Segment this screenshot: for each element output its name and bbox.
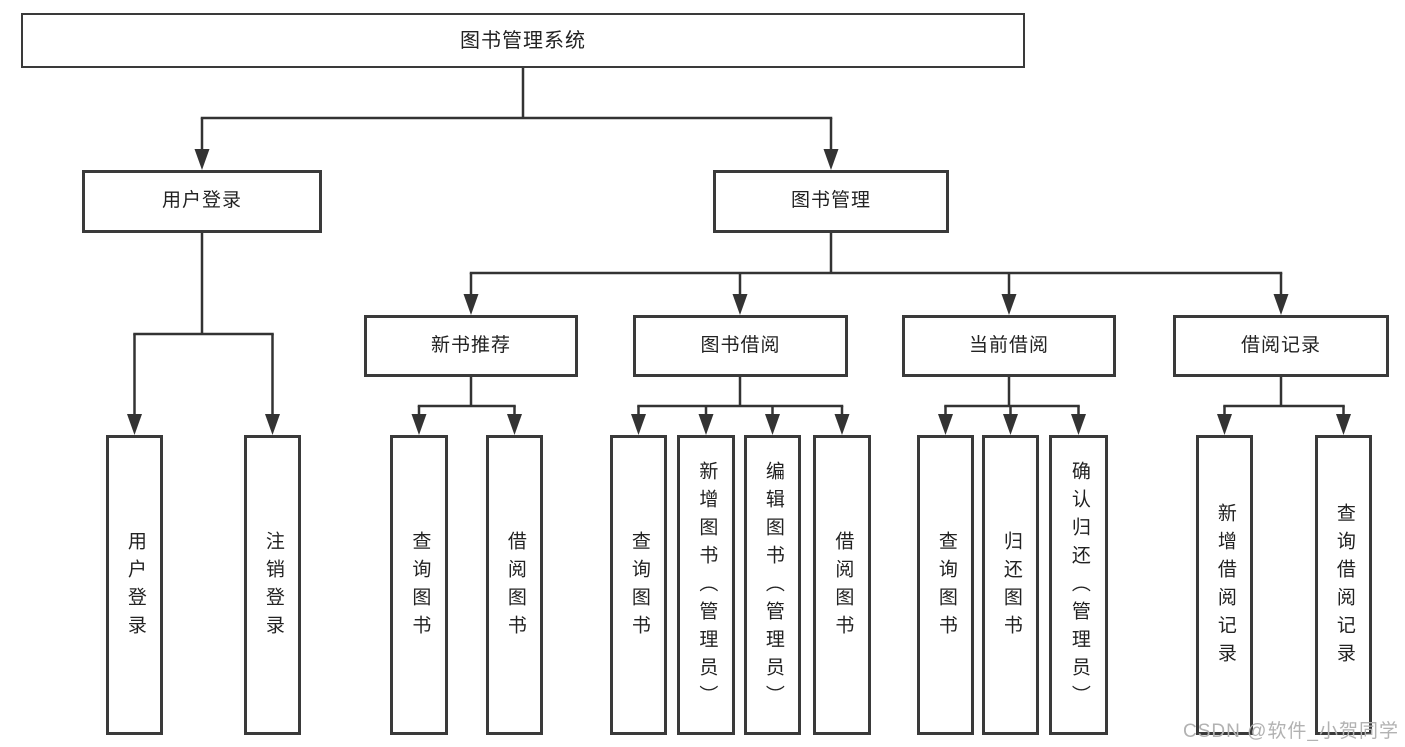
node-book-borrowing: 图书借阅: [633, 315, 848, 377]
leaf-user-login: 用户登录: [106, 435, 163, 735]
leaf-borrow-books-recommend: 借阅图书: [486, 435, 543, 735]
node-user-login: 用户登录: [82, 170, 322, 233]
leaf-query-books-recommend: 查询图书: [390, 435, 448, 735]
leaf-borrow-books: 借阅图书: [813, 435, 871, 735]
node-new-book-recommendation: 新书推荐: [364, 315, 578, 377]
leaf-add-borrow-record: 新增借阅记录: [1196, 435, 1253, 735]
leaf-return-books: 归还图书: [982, 435, 1039, 735]
leaf-edit-books-admin: 编辑图书（管理员）: [744, 435, 801, 735]
node-current-borrowing: 当前借阅: [902, 315, 1116, 377]
node-library-management-system: 图书管理系统: [21, 13, 1025, 68]
arrowheads: [127, 149, 1351, 435]
node-book-management: 图书管理: [713, 170, 949, 233]
leaf-query-borrow-record: 查询借阅记录: [1315, 435, 1372, 735]
leaf-query-books-current: 查询图书: [917, 435, 974, 735]
node-borrowing-records: 借阅记录: [1173, 315, 1389, 377]
csdn-watermark: CSDN @软件_小贺同学: [1183, 721, 1399, 742]
leaf-add-books-admin: 新增图书（管理员）: [677, 435, 735, 735]
leaf-confirm-return-admin: 确认归还（管理员）: [1049, 435, 1108, 735]
leaf-logout: 注销登录: [244, 435, 301, 735]
leaf-query-books-borrow: 查询图书: [610, 435, 667, 735]
